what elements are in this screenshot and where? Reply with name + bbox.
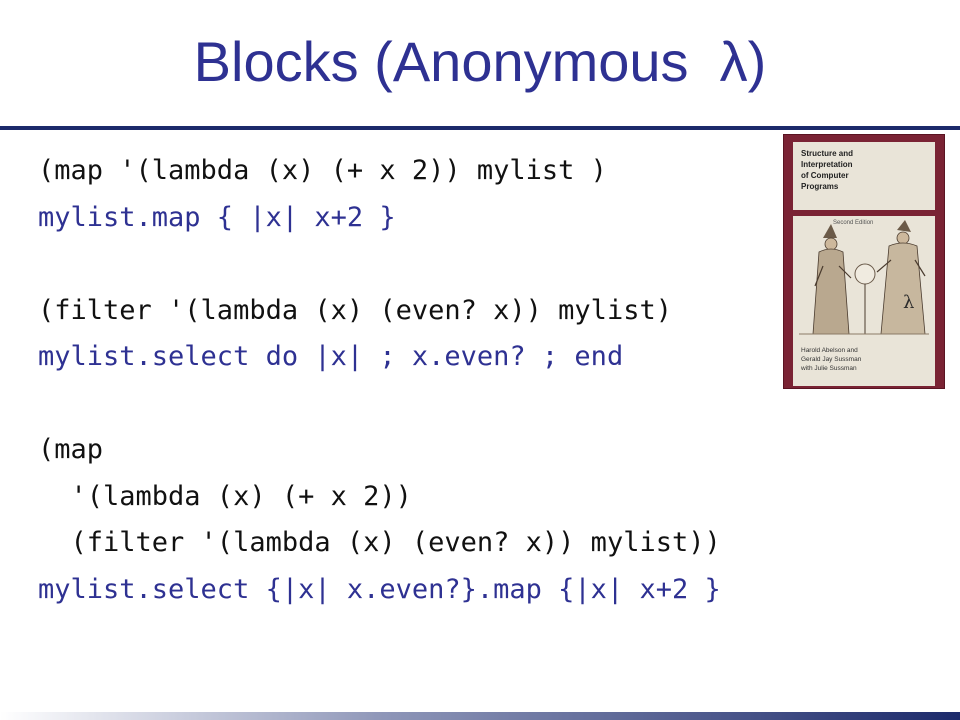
book-edition: Second Edition <box>833 220 874 226</box>
lambda-symbol-icon: λ <box>903 292 914 313</box>
footer-gradient-bar <box>0 712 960 720</box>
code-block: (map '(lambda (x) (+ x 2)) mylist ) myli… <box>38 148 938 613</box>
code-line-lisp-map: (map '(lambda (x) (+ x 2)) mylist ) <box>38 155 607 186</box>
svg-text:λ: λ <box>903 292 914 313</box>
wizards-illustration-icon <box>799 220 929 335</box>
book-authors: Harold Abelson and Gerald Jay Sussman wi… <box>801 347 862 372</box>
book-title: Structure and Interpretation of Computer… <box>801 149 854 191</box>
title-divider <box>0 126 960 130</box>
book-title-panel: Structure and Interpretation of Computer… <box>793 142 935 210</box>
book-illustration: Second Edition λ Harold Abelson and Gera… <box>793 216 935 386</box>
code-line-lisp-map-open: (map <box>38 434 104 465</box>
code-line-lisp-filter-nested: (filter '(lambda (x) (even? x)) mylist)) <box>38 527 721 558</box>
sicp-book-cover-image: Structure and Interpretation of Computer… <box>783 134 945 389</box>
code-line-ruby-select: mylist.select do |x| ; x.even? ; end <box>38 341 624 372</box>
code-line-lisp-lambda: '(lambda (x) (+ x 2)) <box>38 480 412 512</box>
slide-title: Blocks (Anonymous λ) <box>193 30 767 93</box>
code-line-lisp-filter: (filter '(lambda (x) (even? x)) mylist) <box>38 294 672 326</box>
code-line-ruby-chain: mylist.select {|x| x.even?}.map {|x| x+2… <box>38 573 721 605</box>
code-line-ruby-map: mylist.map { |x| x+2 } <box>38 201 396 233</box>
